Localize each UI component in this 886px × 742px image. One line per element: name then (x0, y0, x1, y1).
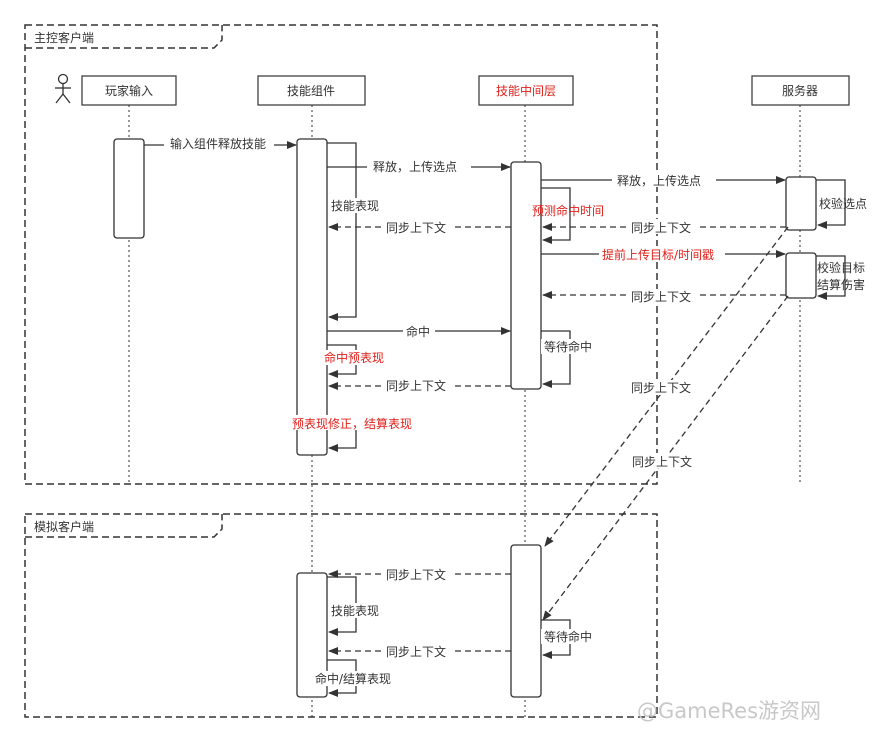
stick-figure-icon (55, 73, 71, 104)
activation-player (113, 138, 145, 239)
frame-sim-title: 模拟客户端 (34, 519, 94, 534)
msg-6-label: 同步上下文 (631, 220, 691, 235)
msg-7-label: 同步上下文 (386, 220, 446, 235)
actor-server-label: 服务器 (782, 83, 818, 98)
msg-10-label-b: 结算伤害 (817, 277, 865, 292)
actor-middle: 技能中间层 (478, 75, 574, 106)
activation-skill-main (296, 138, 328, 456)
msg-5-label: 预测命中时间 (532, 203, 604, 218)
msg-1-label: 输入组件释放技能 (170, 136, 266, 151)
msg-11-label: 同步上下文 (631, 289, 691, 304)
watermark-text: @GameRes游资网 (637, 699, 821, 723)
msg-3-label: 释放，上传选点 (617, 173, 701, 188)
actor-skill-label: 技能组件 (287, 84, 335, 98)
msg-14-label: 命中预表现 (324, 350, 384, 365)
msg-4-label: 技能表现 (331, 199, 379, 213)
msg-19-label: 同步上下文 (386, 567, 446, 582)
msg-13-label: 等待命中 (544, 339, 592, 354)
msg-10-label-a: 校验目标 (817, 260, 865, 275)
msg-15-label: 同步上下文 (386, 378, 446, 393)
frame-main-title: 主控客户端 (34, 30, 94, 45)
msg-13-self-arrow (541, 330, 571, 388)
msg-2-label: 释放，上传选点 (373, 159, 457, 174)
activation-server-1 (785, 176, 817, 231)
msg-12-label: 命中 (406, 324, 430, 339)
msg-20-label: 技能表现 (331, 604, 379, 618)
msg-21-label: 等待命中 (544, 629, 592, 644)
activation-skill-sim (296, 572, 328, 698)
activations (113, 138, 817, 698)
msg-23-label: 命中/结算表现 (315, 671, 391, 686)
activation-middle-sim (510, 544, 542, 698)
actor-skill: 技能组件 (257, 75, 366, 106)
actor-player-label: 玩家输入 (105, 83, 153, 98)
message-labels: 输入组件释放技能 释放，上传选点 释放，上传选点 技能表现 预测命中时间 同步上… (164, 136, 867, 686)
msg-17-label: 同步上下文 (631, 380, 691, 395)
messages (144, 141, 846, 697)
msg-16-label: 预表现修正，结算表现 (292, 416, 412, 431)
actor-middle-label: 技能中间层 (496, 83, 556, 98)
msg-5-self-arrow (541, 187, 571, 244)
frame-sim-client: 模拟客户端 (24, 513, 658, 718)
activation-middle-main (510, 161, 542, 390)
lifelines (128, 105, 801, 717)
msg-18-label: 同步上下文 (632, 454, 692, 469)
actor-player: 玩家输入 (81, 75, 177, 106)
watermark: @GameRes游资网 (637, 699, 821, 723)
activation-server-2 (785, 252, 817, 299)
msg-8-label: 校验选点 (819, 196, 867, 211)
actor-server: 服务器 (751, 75, 850, 106)
msg-4-self-arrow (327, 142, 357, 321)
msg-9-label: 提前上传目标/时间戳 (602, 247, 714, 262)
msg-22-label: 同步上下文 (386, 644, 446, 659)
msg-8-self-arrow (816, 179, 846, 229)
msg-10-self-arrow (816, 255, 846, 300)
